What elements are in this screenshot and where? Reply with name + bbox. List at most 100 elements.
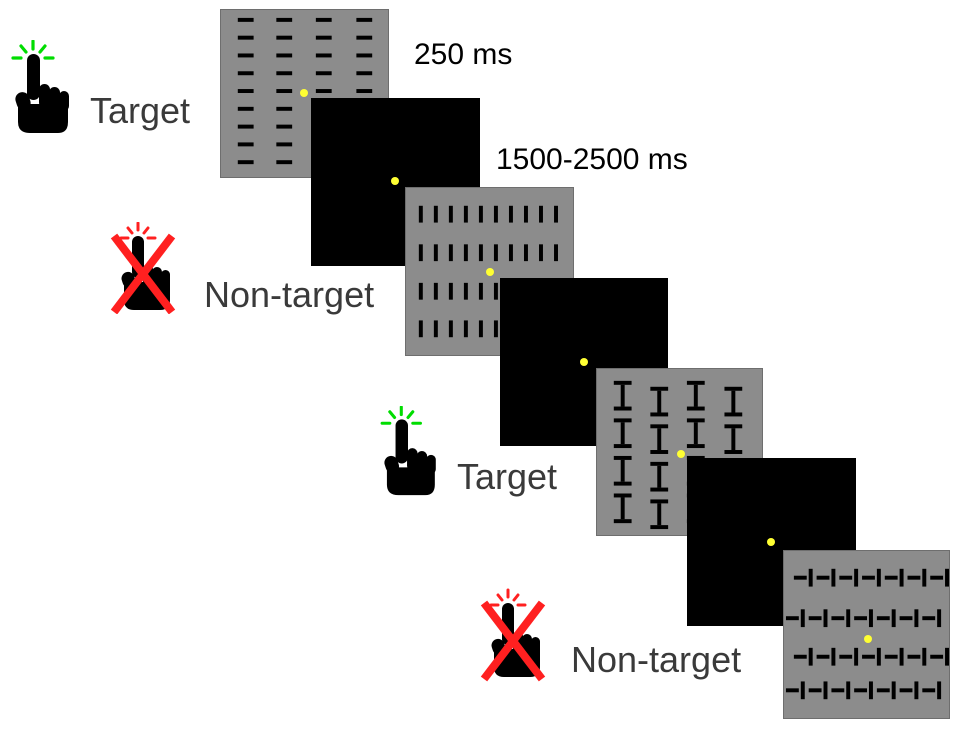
bar-element: [800, 609, 805, 628]
bar-element: [650, 424, 669, 429]
bar-element: [448, 244, 453, 262]
bar-element: [620, 422, 625, 445]
bar-element: [922, 568, 927, 587]
hand-shape: [15, 54, 69, 133]
bar-element: [448, 282, 453, 300]
bar-element: [276, 53, 293, 58]
bar-element: [463, 282, 468, 300]
cross-icon: [110, 233, 176, 314]
bar-element: [613, 380, 632, 385]
fixation-dot: [864, 635, 872, 643]
bar-element: [315, 17, 332, 22]
bar-element: [657, 428, 662, 451]
bar-element: [650, 487, 669, 492]
bar-element: [724, 386, 743, 391]
bar-element: [539, 244, 543, 262]
bar-element: [831, 647, 836, 666]
bar-element: [899, 688, 913, 693]
bar-element: [930, 654, 944, 659]
bar-element: [876, 568, 881, 587]
bar-element: [693, 384, 698, 407]
bar-element: [237, 53, 254, 58]
bar-element: [539, 205, 543, 223]
bar-element: [418, 282, 423, 300]
bar-element: [493, 205, 498, 223]
bar-element: [808, 688, 822, 693]
bar-element: [862, 575, 875, 580]
bar-element: [731, 390, 736, 413]
bar-element: [891, 681, 896, 700]
bar-element: [433, 282, 438, 300]
bar-element: [839, 575, 853, 580]
bar-element: [613, 493, 632, 498]
bar-element: [831, 616, 845, 621]
fixation-dot: [767, 538, 775, 546]
bar-element: [731, 428, 736, 451]
bar-element: [650, 525, 669, 530]
stimulus-duration-label: 250 ms: [414, 38, 513, 71]
bar-element: [785, 688, 799, 693]
no-press-rays: [119, 222, 157, 240]
bar-element: [899, 568, 904, 587]
bar-element: [868, 681, 873, 700]
bar-element: [237, 89, 254, 94]
target-label-2: Target: [457, 456, 558, 497]
bar-element: [478, 282, 483, 300]
bar-element: [613, 406, 632, 411]
bar-element: [868, 609, 873, 628]
bar-element: [686, 444, 705, 449]
bar-element: [478, 244, 483, 262]
bar-element: [876, 647, 881, 666]
bar-element: [945, 647, 949, 666]
bar-element: [620, 497, 625, 520]
bar-element: [686, 455, 705, 460]
press-rays: [11, 40, 55, 60]
bar-element: [276, 160, 293, 165]
bar-element: [657, 390, 662, 413]
hand-no-press-icon: [480, 588, 546, 682]
bar-element: [884, 575, 898, 580]
bar-element: [448, 320, 453, 338]
bar-element: [854, 647, 859, 666]
fixation-dot: [580, 358, 588, 366]
bar-element: [315, 89, 332, 94]
bar-element: [508, 244, 513, 262]
bar-element: [237, 35, 254, 40]
fixation-dot: [391, 177, 399, 185]
stimulus-frame-1-horizontal-bars: [220, 9, 389, 178]
bar-element: [620, 459, 625, 482]
bar-element: [862, 654, 875, 659]
bar-element: [854, 568, 859, 587]
bar-element: [433, 205, 438, 223]
stimulus-frame-4-h-bar-rows: [783, 550, 950, 719]
cross-icon: [480, 600, 546, 682]
target-label-1: Target: [90, 90, 191, 131]
bar-element: [523, 205, 528, 223]
bar-element: [724, 424, 743, 429]
bar-element: [922, 616, 936, 621]
bar-element: [686, 406, 705, 411]
fixation-dot: [677, 450, 685, 458]
bar-element: [854, 616, 867, 621]
bar-element: [937, 681, 942, 700]
bar-element: [686, 418, 705, 423]
bar-element: [276, 35, 293, 40]
bar-element: [613, 519, 632, 524]
nontarget-label-2: Non-target: [571, 639, 742, 680]
bar-element: [463, 205, 468, 223]
nontarget-label-1: Non-target: [204, 274, 375, 315]
hand-press-icon: [378, 406, 438, 498]
bar-element: [693, 422, 698, 445]
bar-element: [650, 461, 669, 466]
hand-press-icon: [10, 40, 70, 136]
bar-element: [418, 244, 423, 262]
bar-element: [945, 568, 949, 587]
bar-element: [433, 244, 438, 262]
bar-element: [276, 106, 293, 111]
fixation-dot: [300, 89, 308, 97]
bar-element: [937, 609, 942, 628]
bar-element: [914, 681, 919, 700]
bar-element: [315, 35, 332, 40]
bar-element: [276, 17, 293, 22]
bar-element: [554, 205, 558, 223]
